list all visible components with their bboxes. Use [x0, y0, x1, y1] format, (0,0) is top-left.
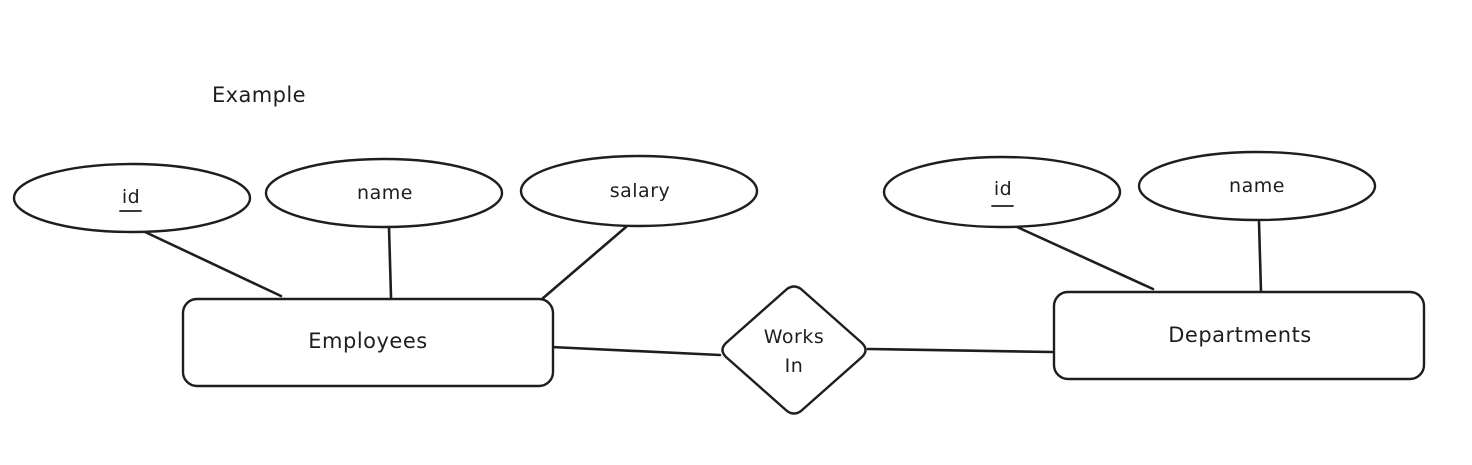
entity-departments[interactable]: Departments — [1052, 290, 1426, 381]
attribute-emp-salary[interactable]: salary — [519, 154, 759, 228]
attribute-emp-name-label: name — [357, 182, 413, 204]
attribute-emp-id[interactable]: id — [12, 162, 252, 234]
attribute-dept-id[interactable]: id — [882, 155, 1122, 229]
entity-departments-label: Departments — [1168, 323, 1312, 347]
attribute-emp-id-label: id — [122, 186, 140, 208]
attribute-emp-name[interactable]: name — [264, 157, 504, 229]
diagram-title: Example — [212, 83, 306, 107]
connector-works-in-dept — [866, 347, 1054, 354]
connector-dept-id — [1015, 225, 1155, 291]
entity-employees[interactable]: Employees — [181, 297, 555, 388]
relationship-works-in[interactable]: Works In — [721, 285, 867, 415]
connector-emp-salary — [540, 225, 628, 301]
attribute-dept-name-label: name — [1229, 175, 1285, 197]
attribute-dept-name[interactable]: name — [1137, 150, 1377, 222]
connector-dept-name — [1257, 220, 1263, 294]
connector-emp-works-in — [549, 345, 722, 357]
relationship-label-line2: In — [785, 355, 804, 377]
connector-emp-id — [141, 229, 283, 298]
attribute-emp-salary-label: salary — [610, 180, 671, 202]
connector-emp-name — [387, 225, 393, 299]
relationship-label-line1: Works — [764, 326, 825, 348]
attribute-dept-id-label: id — [994, 178, 1012, 200]
entity-employees-label: Employees — [308, 329, 427, 353]
